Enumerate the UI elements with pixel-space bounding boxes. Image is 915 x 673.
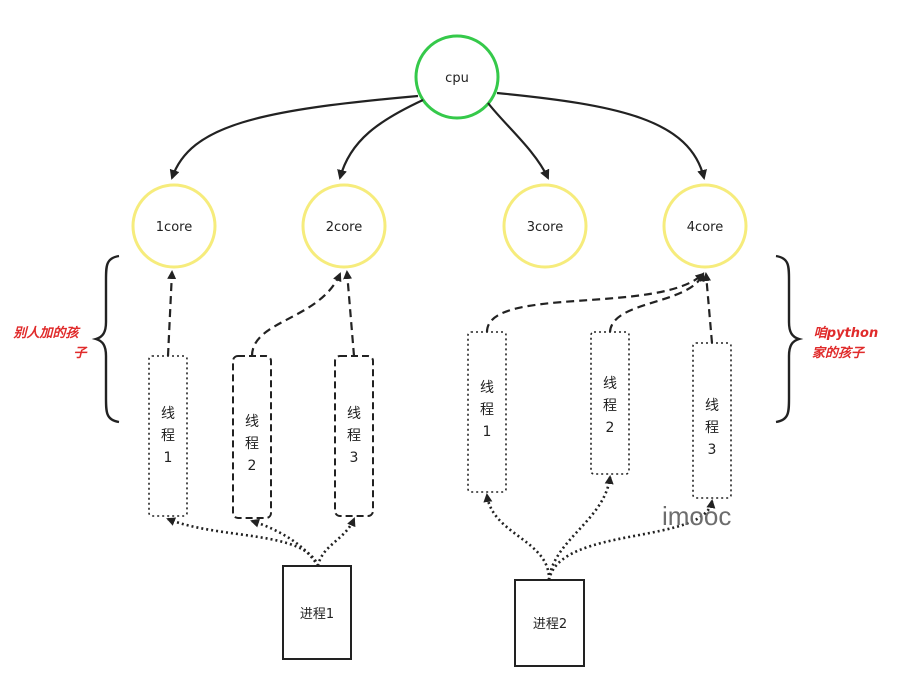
process1-label: 进程1 — [300, 607, 334, 622]
p2-thread3: 线 程 3 — [692, 342, 732, 499]
p2-thread2-to-core4-arrow — [608, 272, 705, 333]
p2-thread3-char2: 程 — [705, 420, 719, 436]
p1-thread1-to-core1-arrow — [166, 270, 177, 357]
imooc-watermark: imooc — [662, 501, 731, 531]
p1-thread2-char2: 程 — [245, 436, 259, 452]
p2-thread1: 线 程 1 — [467, 331, 507, 493]
p1-thread2-to-core2-arrow — [250, 272, 342, 357]
cpu-to-core3-arrow — [487, 102, 550, 180]
p1-thread1-char1: 线 — [161, 406, 175, 422]
process2-to-thread2-arrow — [547, 475, 614, 581]
cpu-label: cpu — [445, 71, 469, 86]
right-annotation-line1: 咱python — [814, 325, 878, 341]
left-annotation-line1: 别人加的孩 — [12, 325, 81, 341]
p2-thread2-num: 2 — [606, 420, 615, 436]
core3-label: 3core — [527, 220, 563, 235]
process2-to-thread1-arrow — [483, 493, 551, 581]
cpu-to-core2-arrow — [337, 99, 424, 180]
core3-node — [502, 183, 588, 269]
cpu-node — [414, 34, 500, 120]
process1-to-thread3-arrow — [316, 517, 356, 567]
p1-thread3-char1: 线 — [347, 406, 361, 422]
p2-thread3-char1: 线 — [705, 398, 719, 414]
core1-label: 1core — [156, 220, 192, 235]
p1-thread1: 线 程 1 — [148, 355, 188, 517]
p1-thread2-char1: 线 — [245, 414, 259, 430]
p2-thread1-char2: 程 — [480, 402, 494, 418]
p2-thread2-char1: 线 — [603, 376, 617, 392]
core2-label: 2core — [326, 220, 362, 235]
p2-thread1-num: 1 — [483, 424, 492, 440]
p2-thread1-to-core4-arrow — [485, 272, 705, 333]
right-brace — [775, 254, 804, 424]
p2-thread1-char1: 线 — [480, 380, 494, 396]
p2-thread3-num: 3 — [708, 442, 717, 458]
p1-thread3: 线 程 3 — [334, 355, 374, 517]
p1-thread2-num: 2 — [248, 458, 257, 474]
p1-thread3-char2: 程 — [347, 428, 361, 444]
cpu-to-core1-arrow — [169, 94, 419, 180]
process1-to-thread1-arrow — [166, 517, 320, 567]
p2-thread3-to-core4-arrow — [702, 272, 714, 344]
p1-thread3-to-core2-arrow — [343, 270, 356, 357]
p1-thread1-num: 1 — [164, 450, 173, 466]
left-brace — [91, 254, 120, 424]
p1-thread3-num: 3 — [350, 450, 359, 466]
process1-box — [282, 565, 352, 660]
p1-thread1-char2: 程 — [161, 428, 175, 444]
p1-thread2: 线 程 2 — [232, 355, 272, 519]
cpu-to-core4-arrow — [496, 91, 707, 180]
core4-node — [662, 183, 748, 269]
process2-box — [514, 579, 585, 667]
left-annotation-line2: 子 — [73, 346, 88, 361]
process2-to-thread3-arrow — [547, 499, 716, 581]
core1-node — [131, 183, 217, 269]
p2-thread2: 线 程 2 — [590, 331, 630, 475]
core2-node — [301, 183, 387, 269]
process2-label: 进程2 — [533, 617, 567, 632]
right-annotation-line2: 家的孩子 — [812, 345, 866, 361]
core4-label: 4core — [687, 220, 723, 235]
p2-thread2-char2: 程 — [603, 398, 617, 414]
